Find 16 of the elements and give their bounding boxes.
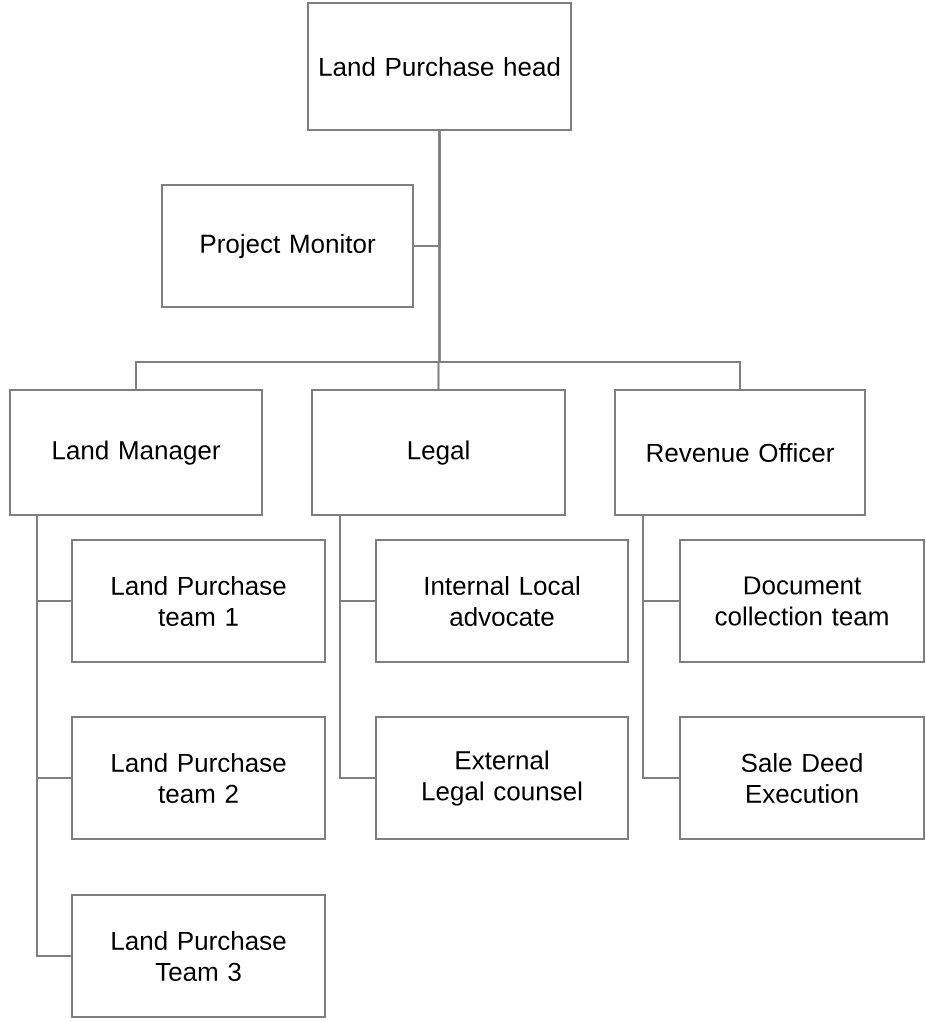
connector-line: [438, 130, 741, 390]
org-box: Land Purchase team 1: [71, 539, 326, 663]
org-box: Sale Deed Execution: [679, 716, 925, 840]
org-box: Internal Local advocate: [375, 539, 629, 663]
org-box: Revenue Officer: [614, 389, 866, 516]
org-box: Land Purchase Team 3: [71, 894, 326, 1018]
connector-line: [339, 515, 376, 779]
org-box: Legal: [311, 389, 566, 516]
org-box: Land Purchase team 2: [71, 716, 326, 840]
connector-line: [642, 515, 680, 779]
org-box: Document collection team: [679, 539, 925, 663]
connector-line: [36, 515, 72, 957]
org-box: Project Monitor: [161, 184, 414, 308]
org-box: Land Purchase head: [307, 2, 572, 131]
org-box: External Legal counsel: [375, 716, 629, 840]
org-box: Land Manager: [9, 389, 263, 516]
